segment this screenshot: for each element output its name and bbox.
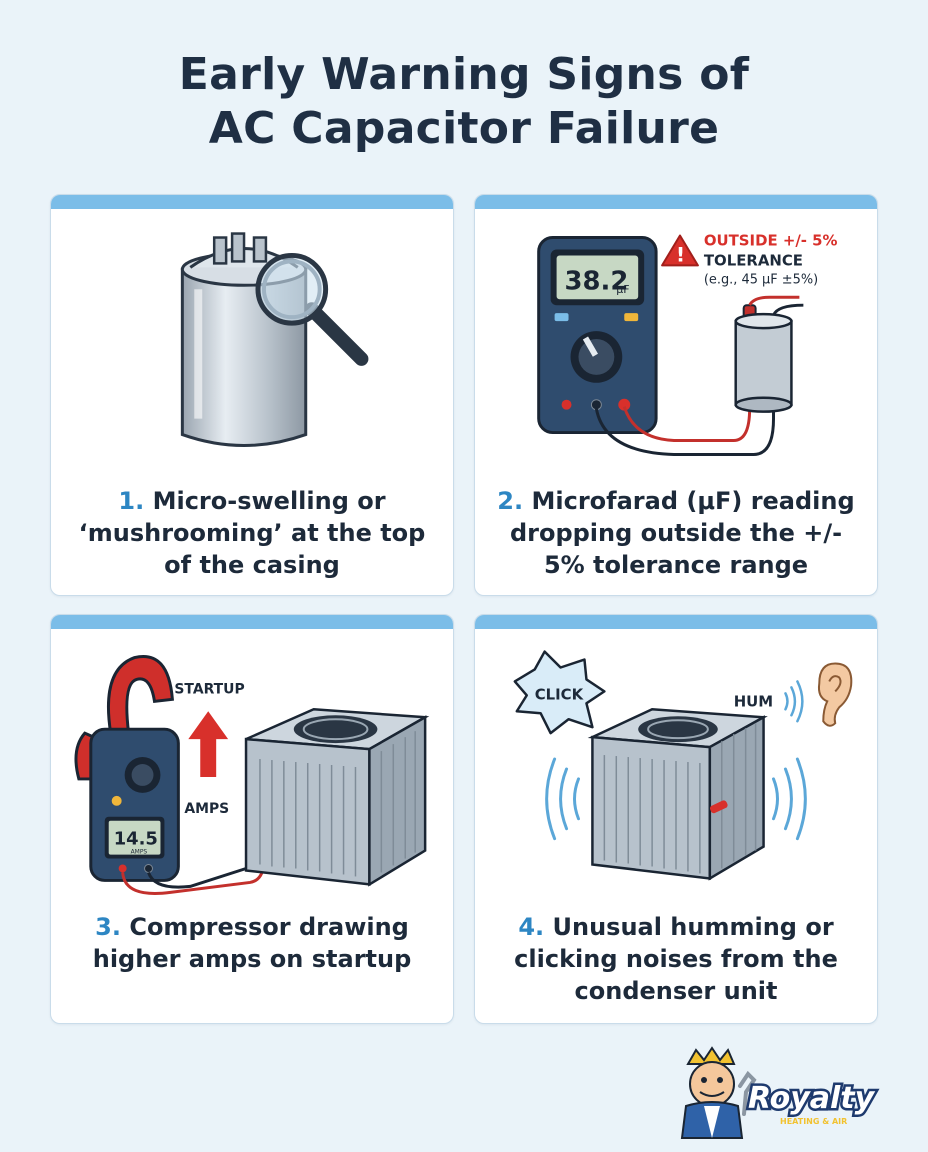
royalty-logo: Royalty HEATING & AIR: [680, 1046, 878, 1139]
label-amps: AMPS: [184, 801, 229, 817]
condenser-unit-icon: [587, 708, 768, 881]
mascot-icon: [680, 1046, 757, 1139]
clamp-reading: 14.5: [114, 829, 158, 850]
label-startup: STARTUP: [174, 681, 244, 697]
noisy-condenser-illustration: CLICK HUM: [513, 650, 853, 881]
clamp-meter-icon: 14.5 AMPS: [74, 654, 180, 882]
swollen-capacitor-illustration: [180, 232, 369, 447]
sound-waves-right-icon: [772, 757, 807, 841]
logo-tagline: HEATING & AIR: [780, 1117, 847, 1126]
meter-unit: μF: [616, 283, 629, 296]
card-4-caption: 4. Unusual humming or clicking noises fr…: [514, 913, 838, 1005]
card-3-caption: 3. Compressor drawing higher amps on sta…: [92, 913, 412, 973]
clamp-unit: AMPS: [131, 849, 148, 856]
arrow-up-icon: [188, 711, 229, 777]
logo-brand: Royalty: [748, 1081, 876, 1116]
card-1-caption: 1. Micro-swelling or ‘mushrooming’ at th…: [78, 487, 426, 579]
title-line-2: AC Capacitor Failure: [208, 103, 720, 154]
click-burst-icon: CLICK: [513, 650, 606, 735]
label-click: CLICK: [535, 685, 584, 703]
warning-line-3: (e.g., 45 μF ±5%): [704, 272, 818, 287]
ear-icon: [817, 662, 853, 727]
card-capacitor-swelling: 1. Micro-swelling or ‘mushrooming’ at th…: [50, 194, 454, 596]
card-unusual-noises: CLICK HUM: [474, 614, 878, 1024]
magnifying-glass-icon: [255, 252, 369, 366]
warning-line-2: TOLERANCE: [704, 251, 803, 269]
meter-reading: 38.2: [565, 266, 629, 296]
sound-waves-left-icon: [545, 757, 580, 841]
warning-line-1: OUTSIDE +/- 5%: [704, 231, 838, 249]
clamp-meter-illustration: 14.5 AMPS STARTUP AMPS: [74, 654, 430, 895]
hum-sound-waves-icon: [784, 680, 804, 723]
card-2-caption: 2. Microfarad (μF) reading dropping outs…: [497, 487, 855, 579]
card-compressor-amps: 14.5 AMPS STARTUP AMPS: [50, 614, 454, 1024]
title-line-1: Early Warning Signs of: [178, 49, 750, 100]
multimeter-icon: 38.2 μF: [537, 236, 658, 435]
page-title: Early Warning Signs of AC Capacitor Fail…: [0, 48, 928, 156]
svg-text:!: !: [676, 243, 685, 266]
label-hum: HUM: [734, 692, 773, 710]
capacitor-icon: [734, 312, 793, 413]
condenser-unit-icon: [244, 708, 430, 887]
warning-triangle-icon: !: [661, 234, 699, 266]
multimeter-illustration: 38.2 μF ! OUTSIDE +/- 5: [537, 231, 838, 456]
card-microfarad-reading: 38.2 μF ! OUTSIDE +/- 5: [474, 194, 878, 596]
